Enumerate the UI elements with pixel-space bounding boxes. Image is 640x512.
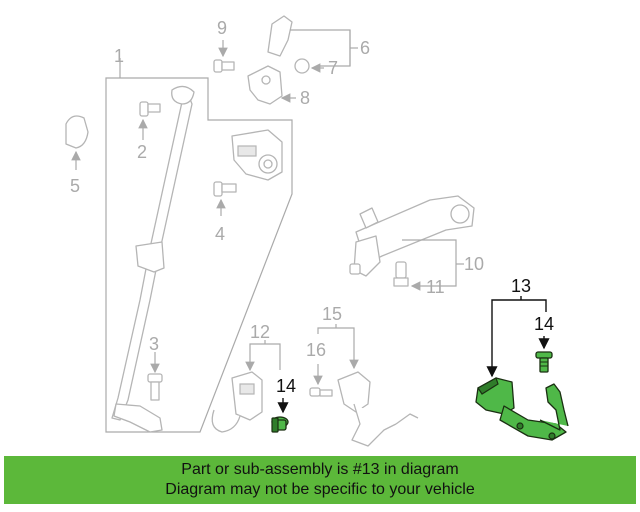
callout-1: 1 xyxy=(114,46,124,66)
retractor-mechanism xyxy=(231,129,283,181)
banner-line-disclaimer: Diagram may not be specific to your vehi… xyxy=(165,481,475,498)
callout-14-right: 14 xyxy=(534,314,554,334)
banner-line-part-number: Part or sub-assembly is #13 in diagram xyxy=(181,461,459,478)
part-info-banner: Part or sub-assembly is #13 in diagram D… xyxy=(4,456,636,504)
callout-11: 11 xyxy=(426,277,445,297)
bolt-part-3[interactable] xyxy=(147,373,163,401)
buckle-part-15[interactable] xyxy=(337,371,419,447)
callout-6: 6 xyxy=(360,38,370,58)
callout-12: 12 xyxy=(250,322,270,342)
callout-5: 5 xyxy=(70,176,80,196)
bolt-part-4[interactable] xyxy=(213,181,237,197)
callout-15: 15 xyxy=(322,304,342,324)
seat-belt-assembly-part[interactable] xyxy=(105,77,293,433)
bolt-part-2[interactable] xyxy=(139,101,161,117)
exploded-parts-diagram: 1 2 5 4 3 9 xyxy=(65,15,569,447)
bolt-part-14-left[interactable] xyxy=(271,416,289,433)
bolt-part-11[interactable] xyxy=(393,261,409,287)
clip-part-7[interactable] xyxy=(294,58,310,74)
seat-belt-buckle-part-13[interactable] xyxy=(475,377,569,441)
bolt-part-14-right[interactable] xyxy=(535,351,553,373)
callout-16: 16 xyxy=(306,340,326,360)
trim-cover-part-5[interactable] xyxy=(65,115,89,149)
callout-2: 2 xyxy=(137,142,147,162)
upper-anchor-part-6[interactable] xyxy=(267,15,293,57)
bracket-part-8[interactable] xyxy=(247,65,283,105)
bolt-part-16[interactable] xyxy=(309,387,333,397)
pretensioner-part-10[interactable] xyxy=(349,195,475,277)
callout-9: 9 xyxy=(217,18,227,38)
callout-13: 13 xyxy=(511,276,531,296)
callout-10: 10 xyxy=(464,254,484,274)
callout-4: 4 xyxy=(215,224,225,244)
callout-8: 8 xyxy=(300,88,310,108)
callout-3: 3 xyxy=(149,334,159,354)
callout-7: 7 xyxy=(328,58,338,78)
buckle-part-12[interactable] xyxy=(211,371,263,433)
callout-14-left: 14 xyxy=(276,376,296,396)
bolt-part-9[interactable] xyxy=(213,59,235,73)
